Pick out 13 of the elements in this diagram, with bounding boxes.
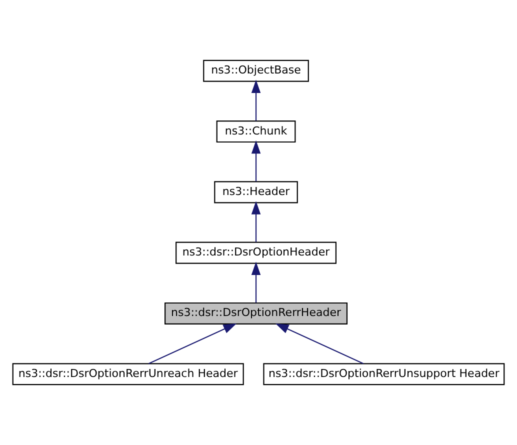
node-box: ns3::dsr::DsrOptionRerrUnsupport Header — [263, 363, 505, 386]
node-box: ns3::Header — [214, 181, 298, 204]
node-box: ns3::ObjectBase — [203, 60, 309, 82]
arrow — [148, 323, 237, 364]
arrow — [251, 201, 261, 242]
node-box: ns3::Chunk — [216, 120, 296, 143]
node-box: ns3::dsr::DsrOptionHeader — [176, 242, 337, 264]
arrow — [251, 262, 261, 303]
node-box: ns3::dsr::DsrOptionRerrHeader — [164, 302, 348, 324]
arrow — [275, 323, 364, 364]
arrow — [251, 140, 261, 182]
node-box: ns3::dsr::DsrOptionRerrUnreach Header — [12, 363, 244, 386]
arrow — [251, 80, 261, 121]
